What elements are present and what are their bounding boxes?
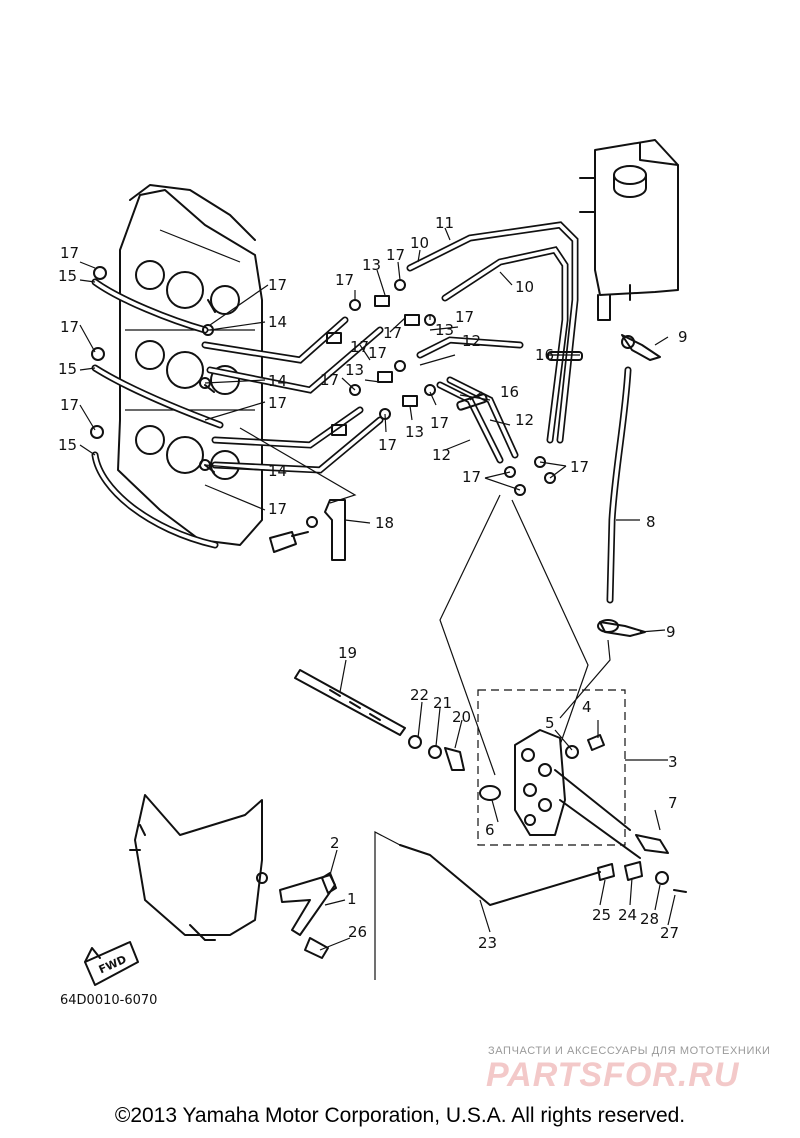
callout-22: 22 xyxy=(410,686,429,704)
fuel-hoses xyxy=(91,221,580,549)
callout-15: 15 xyxy=(58,267,77,285)
callout-1: 1 xyxy=(347,890,357,908)
callout-13: 13 xyxy=(435,321,454,339)
callout-15: 15 xyxy=(58,436,77,454)
oil-pump-assembly xyxy=(477,689,669,859)
callout-23: 23 xyxy=(478,934,497,952)
callout-16: 16 xyxy=(535,346,554,364)
callout-17: 17 xyxy=(368,344,387,362)
callout-17: 17 xyxy=(455,308,474,326)
callout-5: 5 xyxy=(545,714,555,732)
watermark-tagline: ЗАПЧАСТИ И АКСЕССУАРЫ ДЛЯ МОТОТЕХНИКИ xyxy=(488,1045,771,1057)
callout-19: 19 xyxy=(338,644,357,662)
callout-20: 20 xyxy=(452,708,471,726)
callout-14: 14 xyxy=(268,462,287,480)
callout-14: 14 xyxy=(268,372,287,390)
hose-joints xyxy=(90,266,556,496)
callout-4: 4 xyxy=(582,698,592,716)
drawing-code: 64D0010-6070 xyxy=(60,993,157,1008)
callout-28: 28 xyxy=(640,910,659,928)
copyright-notice: ©2013 Yamaha Motor Corporation, U.S.A. A… xyxy=(114,1104,686,1127)
callout-6: 6 xyxy=(485,821,495,839)
callout-17: 17 xyxy=(60,318,79,336)
control-lever-assembly xyxy=(84,794,337,986)
callout-17: 17 xyxy=(430,414,449,432)
oil-hose xyxy=(597,334,661,637)
callout-17: 17 xyxy=(335,271,354,289)
callout-13: 13 xyxy=(405,423,424,441)
callout-13: 13 xyxy=(362,256,381,274)
callout-18: 18 xyxy=(375,514,394,532)
callout-7: 7 xyxy=(668,794,678,812)
callout-11: 11 xyxy=(435,214,454,232)
callout-17: 17 xyxy=(268,394,287,412)
callout-8: 8 xyxy=(646,513,656,531)
callout-24: 24 xyxy=(618,906,637,924)
callout-17: 17 xyxy=(268,500,287,518)
callout-17: 17 xyxy=(320,371,339,389)
callout-15: 15 xyxy=(58,360,77,378)
callout-13: 13 xyxy=(345,361,364,379)
bracket xyxy=(269,499,346,561)
callout-12: 12 xyxy=(462,332,481,350)
callout-12: 12 xyxy=(432,446,451,464)
callout-17: 17 xyxy=(268,276,287,294)
pump-drive-shaft xyxy=(294,669,465,771)
leader-lines xyxy=(79,227,676,980)
callout-10: 10 xyxy=(515,278,534,296)
callout-17: 17 xyxy=(383,324,402,342)
hose-clamps xyxy=(456,351,583,411)
fwd-label: FWD xyxy=(97,953,129,977)
callout-17: 17 xyxy=(60,396,79,414)
callout-17: 17 xyxy=(60,244,79,262)
callout-17: 17 xyxy=(350,338,369,356)
callout-numbers: 17 15 17 15 17 15 17 14 14 17 14 17 17 1… xyxy=(58,214,688,952)
callout-25: 25 xyxy=(592,906,611,924)
callout-10: 10 xyxy=(410,234,429,252)
watermark-brand: PARTSFOR.RU xyxy=(486,1056,740,1094)
callout-3: 3 xyxy=(668,753,678,771)
callout-17: 17 xyxy=(386,246,405,264)
callout-26: 26 xyxy=(348,923,367,941)
callout-2: 2 xyxy=(330,834,340,852)
callout-17: 17 xyxy=(378,436,397,454)
callout-17: 17 xyxy=(570,458,589,476)
callout-12: 12 xyxy=(515,411,534,429)
callout-17: 17 xyxy=(462,468,481,486)
callout-9: 9 xyxy=(678,328,688,346)
callout-14: 14 xyxy=(268,313,287,331)
callout-16: 16 xyxy=(500,383,519,401)
callout-21: 21 xyxy=(433,694,452,712)
callout-27: 27 xyxy=(660,924,679,942)
oil-pump-link xyxy=(399,844,687,906)
callout-9: 9 xyxy=(666,623,676,641)
oil-tank xyxy=(579,139,679,321)
carburetor-assembly xyxy=(117,184,263,546)
